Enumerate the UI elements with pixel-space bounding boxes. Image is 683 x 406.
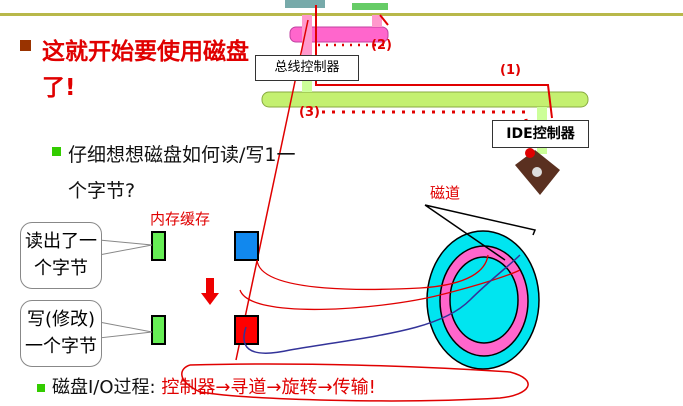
step2-label: (2) — [371, 38, 392, 53]
step3-label: (3) — [299, 105, 320, 120]
bullet-icon — [37, 384, 45, 392]
buffer-red — [234, 315, 259, 345]
bullet1-line2: 个字节? — [68, 180, 136, 202]
title-line2: 了! — [42, 75, 76, 101]
callout-read-line1: 读出了一 — [25, 231, 97, 252]
connector — [537, 107, 547, 120]
callout-read-line2: 个字节 — [34, 258, 88, 279]
top-rule — [0, 13, 683, 16]
io-label: 磁盘I/O过程: — [52, 377, 162, 398]
io-process-line: 磁盘I/O过程: 控制器→寻道→旋转→传输! — [52, 373, 376, 399]
memory-bus — [289, 26, 389, 43]
memory-chip — [352, 3, 388, 10]
cpu-chip — [285, 0, 325, 8]
bus-controller-box: 总线控制器 — [255, 55, 359, 81]
callout-write: 写(修改) 一个字节 — [20, 300, 102, 367]
step1-label: (1) — [500, 63, 521, 78]
ide-controller-box: IDE控制器 — [492, 120, 589, 148]
connector — [372, 15, 382, 27]
track-label: 磁道 — [430, 184, 461, 202]
cache-read-green — [151, 231, 166, 261]
callout-write-line2: 一个字节 — [25, 336, 97, 357]
connector — [537, 146, 547, 154]
buffer-blue — [234, 231, 259, 261]
cache-label: 内存缓存 — [150, 210, 211, 228]
title-line1: 这就开始要使用磁盘 — [42, 39, 249, 65]
connector — [302, 15, 312, 55]
cache-write-green — [151, 315, 166, 345]
bullet-icon — [52, 147, 61, 156]
highlight-ellipse — [181, 363, 529, 402]
connector — [302, 80, 312, 92]
io-steps: 控制器→寻道→旋转→传输! — [161, 377, 376, 398]
title-bullet-icon — [20, 40, 31, 51]
callout-read: 读出了一 个字节 — [20, 222, 102, 289]
callout-write-line1: 写(修改) — [26, 309, 96, 330]
bullet1-line1: 仔细想想磁盘如何读/写1一 — [68, 144, 296, 166]
down-arrow-icon — [201, 278, 219, 305]
pci-bus — [261, 91, 589, 108]
